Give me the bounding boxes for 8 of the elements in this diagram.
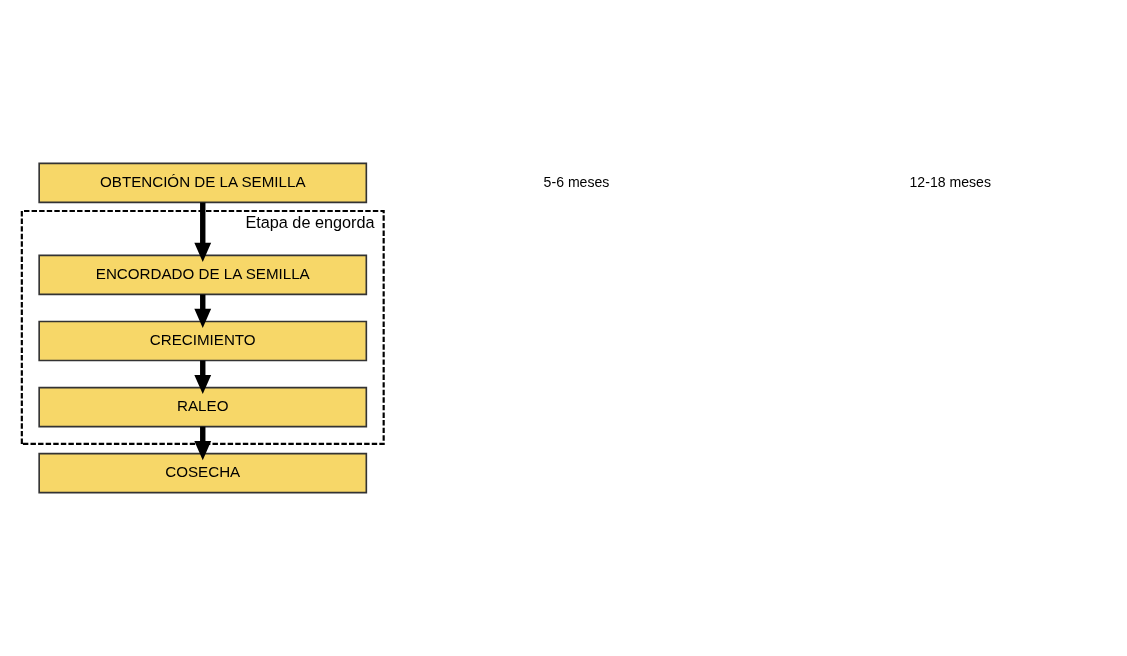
node-box: OBTENCIÓN DE LA SEMILLA [38,162,368,204]
node-box: CRECIMIENTO [38,320,368,362]
node-box: COSECHA [38,452,368,494]
node-box: RALEO [38,386,368,428]
label: 5-6 meses [543,173,610,190]
arrow [194,202,212,262]
label: 12-18 meses [909,173,991,190]
node-box: ENCORDADO DE LA SEMILLA [38,254,368,296]
